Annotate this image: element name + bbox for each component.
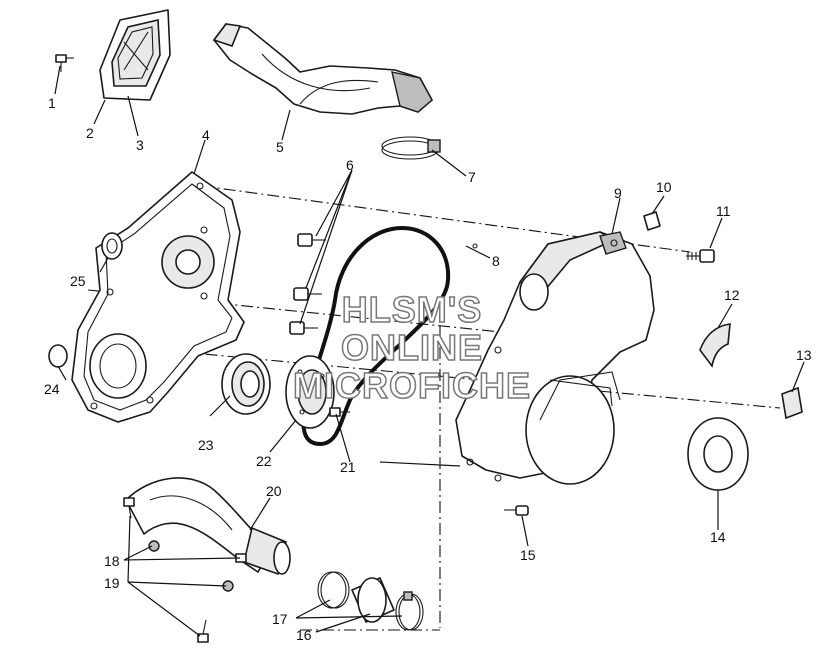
part-14-washer xyxy=(687,417,749,491)
callout-12: 12 xyxy=(724,287,740,303)
watermark-line-3: MICROFICHE xyxy=(293,365,531,406)
callout-23: 23 xyxy=(198,437,214,453)
callout-2: 2 xyxy=(86,125,94,141)
part-6-screws xyxy=(289,233,326,335)
part-10-clip xyxy=(643,211,661,231)
part-18-19-fasteners xyxy=(123,497,247,643)
part-5-intake-duct xyxy=(212,23,433,115)
watermark-line-1: HLSM'S xyxy=(342,289,483,330)
part-24-cap xyxy=(48,344,68,368)
callout-1: 1 xyxy=(48,95,56,111)
callout-numbers: 1 2 3 4 5 6 7 8 9 10 11 12 13 14 15 16 1… xyxy=(44,95,812,643)
callout-6: 6 xyxy=(346,157,354,173)
part-4-inner-cover xyxy=(71,171,245,423)
part-12-gasket xyxy=(699,323,731,368)
callout-11: 11 xyxy=(716,203,731,219)
callout-21: 21 xyxy=(340,459,356,475)
callout-3: 3 xyxy=(136,137,144,153)
callout-15: 15 xyxy=(520,547,536,563)
part-1-screw xyxy=(55,54,74,72)
callout-7: 7 xyxy=(468,169,476,185)
part-22-plate xyxy=(285,355,335,429)
callout-22: 22 xyxy=(256,453,272,469)
callout-13: 13 xyxy=(796,347,812,363)
callout-5: 5 xyxy=(276,139,284,155)
leader-lines xyxy=(54,65,805,637)
part-11-bolt xyxy=(686,249,715,263)
callout-16: 16 xyxy=(296,627,312,643)
watermark-line-2: ONLINE xyxy=(341,327,483,368)
callout-24: 24 xyxy=(44,381,60,397)
part-9-outer-cover xyxy=(455,231,655,485)
part-23-seal xyxy=(221,353,271,415)
part-7-hose-clamp xyxy=(381,136,441,160)
part-21-screw xyxy=(329,407,350,417)
callout-4: 4 xyxy=(202,127,210,143)
callout-8: 8 xyxy=(492,253,500,269)
callout-20: 20 xyxy=(266,483,282,499)
callout-17: 17 xyxy=(272,611,288,627)
callout-14: 14 xyxy=(710,529,726,545)
part-16-17-clamps xyxy=(317,571,424,631)
part-2-intake-boot xyxy=(99,9,171,101)
callout-9: 9 xyxy=(614,185,622,201)
callout-25: 25 xyxy=(70,273,86,289)
part-20-outlet-duct xyxy=(125,477,291,576)
callout-10: 10 xyxy=(656,179,672,195)
callout-18: 18 xyxy=(104,553,120,569)
watermark: HLSM'S ONLINE MICROFICHE xyxy=(292,288,531,407)
part-15-screw xyxy=(504,505,529,516)
part-25-plug xyxy=(101,232,123,260)
callout-19: 19 xyxy=(104,575,120,591)
part-13-label xyxy=(781,386,803,420)
